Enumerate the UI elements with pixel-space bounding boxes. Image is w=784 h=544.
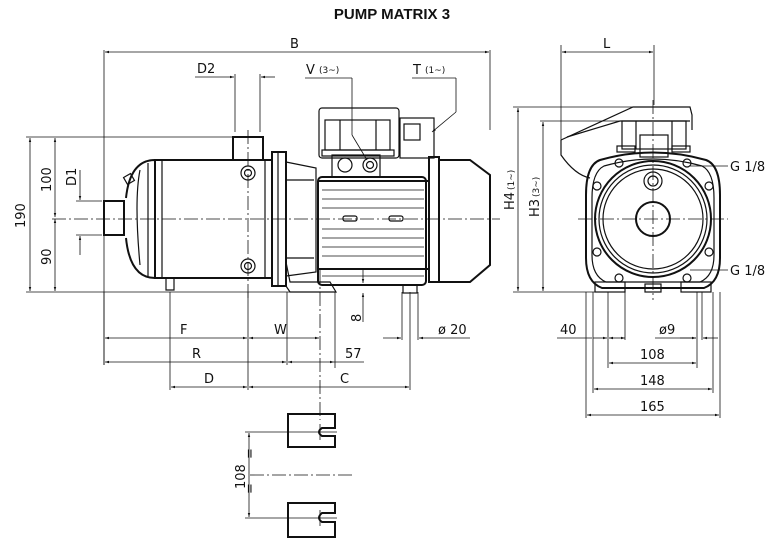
label-v: V <box>306 63 315 78</box>
dimension-d2: D2 <box>195 62 275 132</box>
bottom-dimensions: F W R 57 D C 8 ø 20 <box>103 268 470 390</box>
front-terminal-box <box>560 106 693 179</box>
label-c: C <box>340 372 349 387</box>
label-57: 57 <box>345 347 362 362</box>
label-d: D <box>204 372 214 387</box>
pump-body <box>103 136 338 293</box>
label-d1: D1 <box>65 168 80 186</box>
label-foot-108: 108 <box>234 464 249 489</box>
dimension-l: L <box>560 37 655 140</box>
front-casing <box>578 100 728 300</box>
label-l: L <box>603 37 611 52</box>
label-190: 190 <box>14 203 29 228</box>
label-r: R <box>192 347 201 362</box>
label-eq-bottom: = <box>243 483 258 494</box>
foot-detail: 108 = = <box>234 413 352 538</box>
front-bottom-dimensions: 40 ø9 108 148 165 <box>557 292 721 418</box>
drawing-title: PUMP MATRIX 3 <box>333 6 451 23</box>
label-h3-phase: (3~) <box>532 177 542 197</box>
g-leaders: G 1/8 G 1/8 <box>690 160 765 279</box>
label-40: 40 <box>560 323 577 338</box>
label-108: 108 <box>640 348 665 363</box>
label-h4-phase: (1~) <box>507 170 517 190</box>
label-165: 165 <box>640 400 665 415</box>
height-h-dimensions: H4 (1~) H3 (3~) <box>503 106 690 293</box>
label-f: F <box>180 323 187 338</box>
label-w: W <box>274 323 287 338</box>
front-view: L H4 (1~) H3 (3~) <box>503 37 765 418</box>
label-h4: H4 <box>503 192 518 210</box>
motor <box>317 107 491 294</box>
side-view: B D2 V (3~) T (1~) <box>14 37 500 420</box>
label-g-bottom: G 1/8 <box>730 264 765 279</box>
label-90: 90 <box>40 248 55 265</box>
label-phi9: ø9 <box>659 323 675 338</box>
leader-t: T (1~) <box>412 63 457 133</box>
label-148: 148 <box>640 374 665 389</box>
label-phi20: ø 20 <box>438 323 467 338</box>
label-v-phase: (3~) <box>319 66 339 76</box>
label-d2: D2 <box>197 62 215 77</box>
label-b: B <box>290 37 299 52</box>
leader-v: V (3~) <box>305 63 368 161</box>
label-h3: H3 <box>528 199 543 217</box>
label-t-phase: (1~) <box>425 66 445 76</box>
label-t: T <box>412 63 421 78</box>
height-dimensions: 190 100 90 D1 <box>14 136 330 293</box>
label-g-top: G 1/8 <box>730 160 765 175</box>
label-eq-top: = <box>243 448 258 459</box>
label-8: 8 <box>350 314 365 322</box>
label-100: 100 <box>40 167 55 192</box>
